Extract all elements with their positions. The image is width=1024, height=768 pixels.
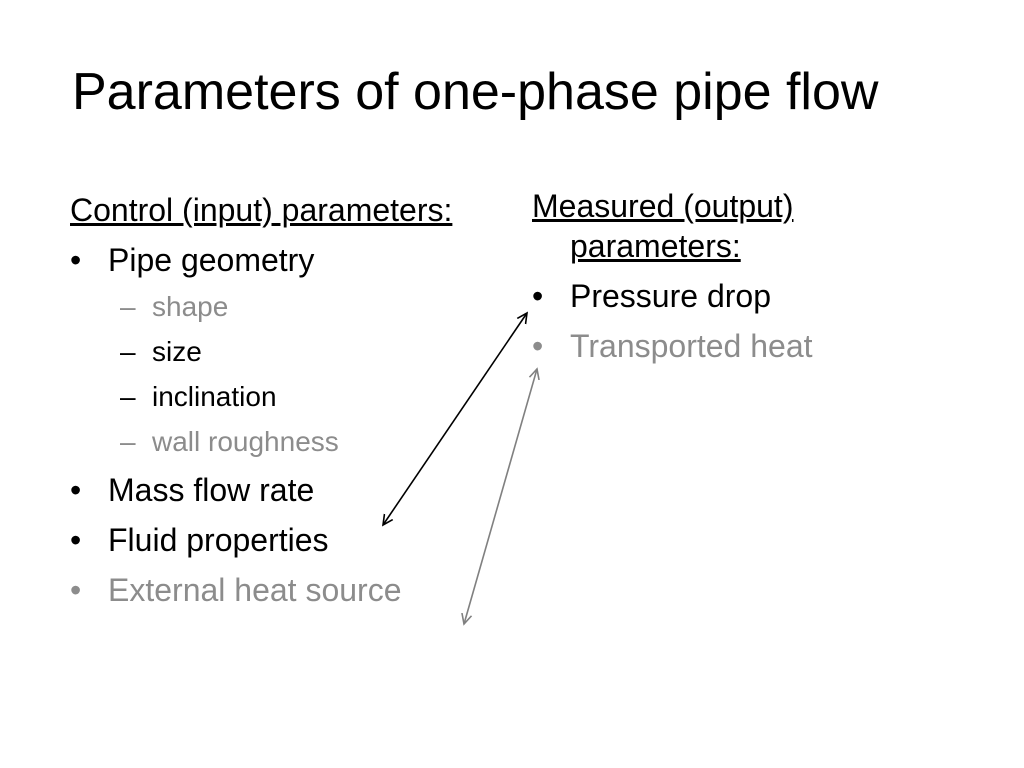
sub-item-wall-roughness: – wall roughness [70, 425, 490, 459]
bullet-transported-heat: • Transported heat [532, 326, 932, 366]
bullet-marker: • [70, 242, 82, 278]
dash-marker: – [120, 426, 136, 457]
bullet-label: Pipe geometry [108, 242, 315, 278]
sub-item-label: inclination [152, 381, 277, 412]
bullet-external-heat-source: • External heat source [70, 570, 490, 610]
sub-item-shape: – shape [70, 290, 490, 324]
sub-item-inclination: – inclination [70, 380, 490, 414]
bullet-label: Transported heat [570, 328, 813, 364]
bullet-label: External heat source [108, 572, 402, 608]
measured-parameters-heading: Measured (output) parameters: [532, 188, 794, 264]
sub-item-label: wall roughness [152, 426, 339, 457]
bullet-marker: • [532, 278, 544, 314]
bullet-pressure-drop: • Pressure drop [532, 276, 932, 316]
bullet-mass-flow-rate: • Mass flow rate [70, 470, 490, 510]
bullet-marker: • [532, 328, 544, 364]
bullet-label: Pressure drop [570, 278, 771, 314]
sub-item-label: shape [152, 291, 229, 322]
bullet-pipe-geometry: • Pipe geometry [70, 240, 490, 280]
bullet-marker: • [70, 522, 82, 558]
measured-parameters-column: Measured (output) parameters: • Pressure… [532, 186, 932, 376]
control-parameters-column: Control (input) parameters: • Pipe geome… [70, 190, 490, 620]
dash-marker: – [120, 336, 136, 367]
bullet-label: Fluid properties [108, 522, 329, 558]
bullet-marker: • [70, 572, 82, 608]
dash-marker: – [120, 381, 136, 412]
slide-title: Parameters of one-phase pipe flow [72, 63, 879, 121]
control-parameters-heading: Control (input) parameters: [70, 192, 453, 228]
bullet-fluid-properties: • Fluid properties [70, 520, 490, 560]
dash-marker: – [120, 291, 136, 322]
sub-item-size: – size [70, 335, 490, 369]
sub-item-label: size [152, 336, 202, 367]
bullet-marker: • [70, 472, 82, 508]
bullet-label: Mass flow rate [108, 472, 315, 508]
